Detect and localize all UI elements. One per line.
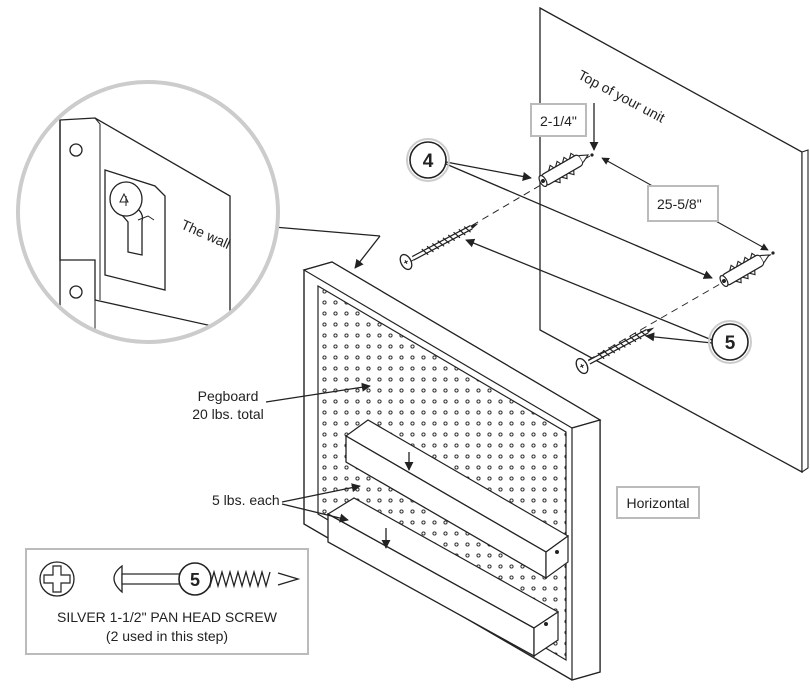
legend-line2: (2 used in this step) <box>106 628 228 644</box>
screw-callout: 5 <box>708 320 752 364</box>
pegboard-leader <box>265 382 371 403</box>
screw-leader-a <box>465 238 713 341</box>
wall-anchor-upper <box>538 152 590 188</box>
shelf-load-label: 5 lbs. each <box>212 492 280 508</box>
screw-upper <box>399 223 479 271</box>
orientation-box: Horizontal <box>616 486 700 519</box>
zoom-leader <box>261 225 381 237</box>
spacing-dimension-box: 25-5/8" <box>647 185 719 222</box>
anchor-leader-b <box>445 163 713 279</box>
wall-anchor-lower <box>719 252 771 288</box>
upper-shelf <box>344 419 570 580</box>
phillips-head-icon <box>39 561 75 597</box>
wall-hole-left <box>590 153 594 157</box>
spacing-dimension-label: 25-5/8" <box>657 196 702 212</box>
pegboard-unit <box>302 261 602 681</box>
pegboard-label-line1: Pegboard <box>198 388 259 404</box>
wall-hole-right <box>771 251 775 255</box>
shelf-load-leader-a <box>281 483 361 503</box>
legend-box: 5 SILVER 1-1/2" PAN HEAD SCREW (2 used i… <box>25 548 309 655</box>
orientation-label: Horizontal <box>626 495 689 511</box>
zoom-leader-end <box>354 235 381 269</box>
offset-dimension-box: 2-1/4" <box>530 103 587 137</box>
offset-dimension-label: 2-1/4" <box>540 113 577 129</box>
screw-callout-number: 5 <box>725 333 736 354</box>
pegboard-label-line2: 20 lbs. total <box>192 406 264 422</box>
legend-screw-callout: 5 <box>178 562 212 596</box>
legend-screw-number: 5 <box>190 570 200 590</box>
legend-line1: SILVER 1-1/2" PAN HEAD SCREW <box>57 609 278 625</box>
screw-side-view <box>113 564 301 594</box>
zoom-detail: The wall <box>16 80 280 344</box>
screw-lower <box>575 327 655 375</box>
anchor-callout-number: 4 <box>423 151 434 172</box>
shelf-load-leader-b <box>281 503 349 523</box>
anchor-leader-a <box>445 161 532 181</box>
anchor-callout: 4 <box>406 138 450 182</box>
screw-leader-b <box>645 332 713 344</box>
